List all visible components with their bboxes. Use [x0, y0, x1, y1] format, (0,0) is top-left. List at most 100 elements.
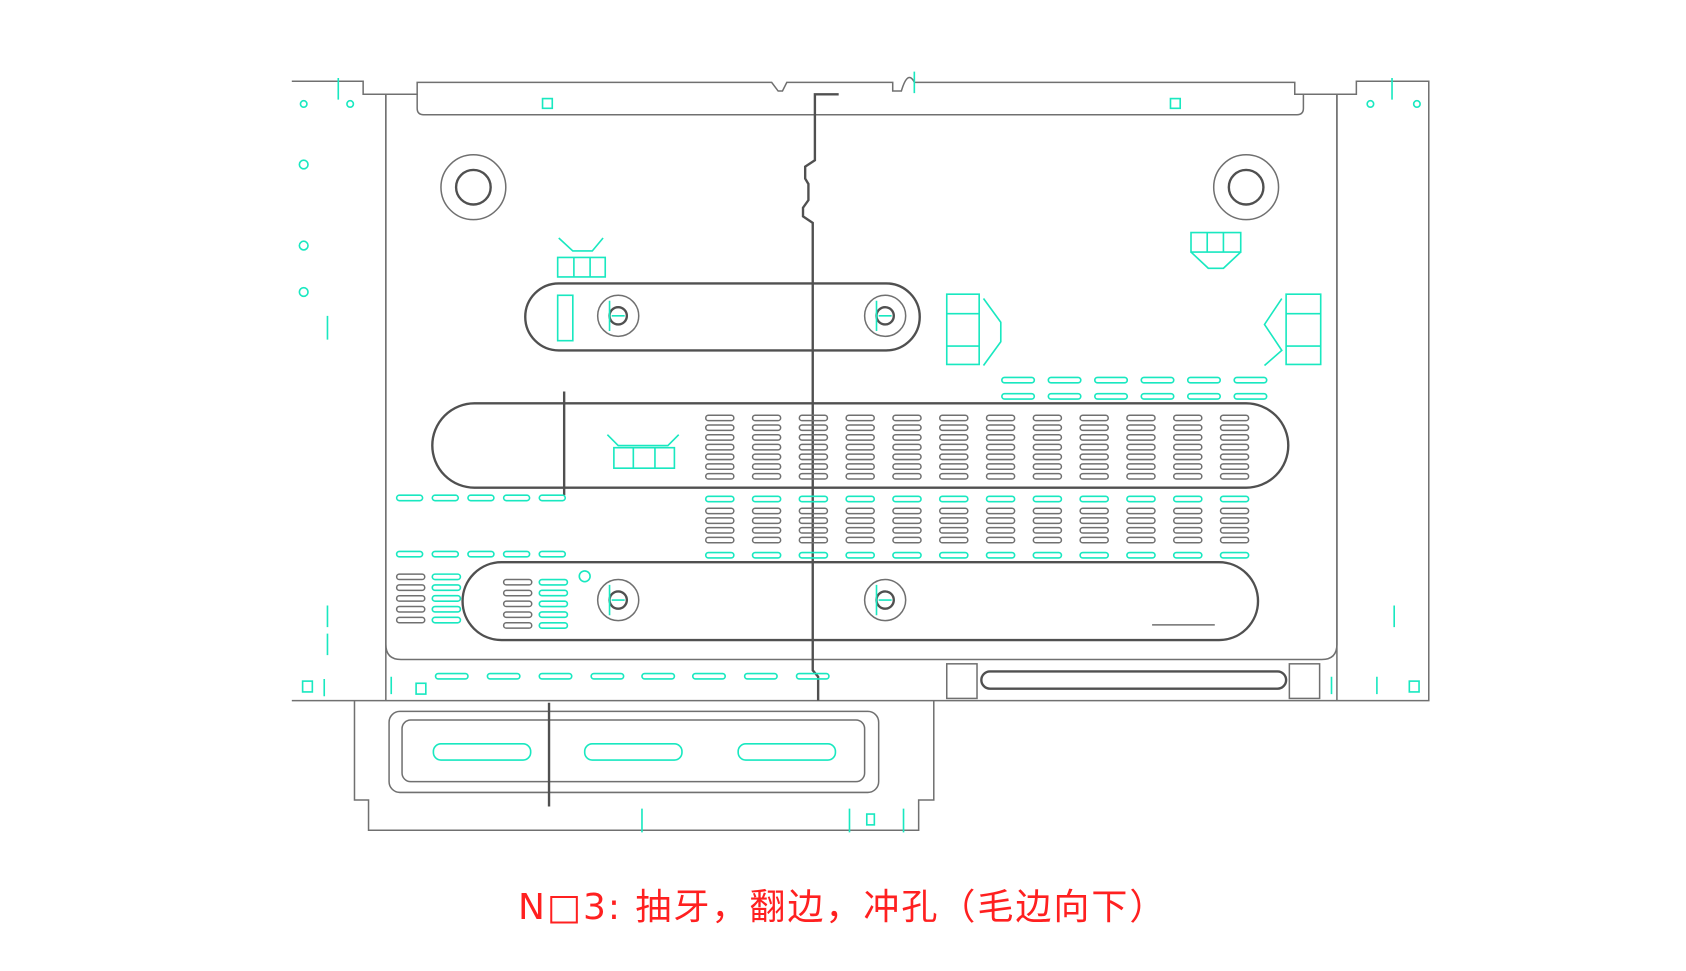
vent-slot	[704, 443, 735, 451]
vent-slot	[704, 463, 735, 471]
vent-slot	[704, 424, 735, 432]
vent-slot	[985, 495, 1016, 503]
vent-slot	[938, 414, 969, 422]
vent-slot	[845, 453, 875, 461]
vent-slot	[1094, 392, 1129, 400]
vent-slot	[892, 463, 922, 471]
vent-slot	[1001, 376, 1036, 384]
vent-slot	[938, 507, 969, 515]
vent-slot	[1079, 424, 1109, 432]
vent-slot	[1079, 517, 1109, 525]
vent-slot	[938, 453, 969, 461]
vent-slot	[892, 433, 922, 441]
vent-slot	[751, 463, 782, 471]
vent-slot	[892, 472, 922, 480]
vent-slot	[538, 550, 567, 558]
vent-slot	[704, 414, 735, 422]
vent-slot	[502, 578, 533, 586]
vent-slot	[798, 536, 829, 544]
vent-slot	[938, 472, 969, 480]
vent-slot	[1032, 443, 1063, 451]
vent-slot	[395, 616, 426, 624]
vent-slot	[798, 433, 829, 441]
vent-slot	[1032, 536, 1063, 544]
vent-slot	[845, 433, 875, 441]
vent-slot	[743, 672, 778, 680]
vent-slot	[704, 507, 735, 515]
vent-slot	[1126, 424, 1156, 432]
vent-slot	[751, 443, 782, 451]
vent-slot	[538, 600, 569, 608]
vent-slot	[431, 594, 462, 602]
vent-slot	[431, 584, 462, 592]
vent-slot	[704, 433, 735, 441]
vent-slot	[1126, 433, 1156, 441]
vent-slot	[1140, 376, 1175, 384]
vent-slot	[751, 495, 782, 503]
vent-slot	[704, 453, 735, 461]
bolt-outer	[863, 578, 907, 622]
vent-slot	[845, 472, 875, 480]
vent-slot	[795, 672, 830, 680]
vent-slot	[1032, 551, 1063, 559]
vent-slot	[751, 551, 782, 559]
vent-slot	[845, 536, 875, 544]
vent-slot	[691, 672, 727, 680]
vent-slot	[1219, 551, 1250, 559]
vent-slot	[985, 536, 1016, 544]
vent-slot	[395, 573, 426, 581]
vent-slot	[538, 672, 573, 680]
vent-slot	[1032, 517, 1063, 525]
vent-slot	[798, 495, 829, 503]
vent-slot	[892, 443, 922, 451]
vent-slot	[938, 517, 969, 525]
vent-slot	[538, 589, 569, 597]
vent-slot	[1126, 453, 1156, 461]
vent-slot	[892, 424, 922, 432]
vent-slot	[1172, 507, 1203, 515]
vent-slot	[1172, 517, 1203, 525]
vent-slot	[704, 472, 735, 480]
vent-slot	[845, 507, 875, 515]
vent-slot	[845, 495, 876, 503]
vent-slot	[1172, 526, 1203, 534]
vent-slot	[985, 526, 1016, 534]
vent-slot	[538, 578, 569, 586]
bolt-outer	[863, 294, 907, 338]
vent-slot	[845, 463, 875, 471]
vent-slot	[845, 414, 875, 422]
vent-slot	[1079, 433, 1109, 441]
vent-slot	[1032, 433, 1063, 441]
vent-slot	[395, 584, 426, 592]
vent-slot	[1186, 392, 1221, 400]
vent-slot	[938, 526, 969, 534]
vent-slot	[892, 507, 922, 515]
vent-slot	[502, 550, 531, 558]
vent-slot	[1079, 526, 1109, 534]
vent-slot	[985, 517, 1016, 525]
vent-slot	[1032, 424, 1063, 432]
vent-slot	[892, 536, 922, 544]
vent-slot	[985, 414, 1016, 422]
vent-slot	[798, 526, 829, 534]
vent-slot	[1219, 536, 1250, 544]
drawing-caption: N□3: 抽牙，翻边，冲孔（毛边向下）	[518, 887, 1168, 928]
vent-slot	[1047, 392, 1082, 400]
vent-slot	[985, 443, 1016, 451]
vent-slot	[798, 517, 829, 525]
vent-slot	[431, 494, 460, 502]
vent-slot	[1047, 376, 1082, 384]
vent-slot	[502, 622, 533, 629]
vent-slot	[892, 551, 922, 559]
vent-slot	[1079, 495, 1110, 503]
vent-slot	[751, 536, 782, 544]
vent-slot	[892, 495, 922, 503]
vent-slot	[798, 443, 829, 451]
vent-slot	[751, 424, 782, 432]
vent-slot	[502, 600, 533, 608]
vent-slot	[1032, 414, 1063, 422]
vent-slot	[1032, 472, 1063, 480]
vent-slot	[845, 443, 875, 451]
vent-slot	[1186, 376, 1221, 384]
vent-slot	[1032, 495, 1063, 503]
